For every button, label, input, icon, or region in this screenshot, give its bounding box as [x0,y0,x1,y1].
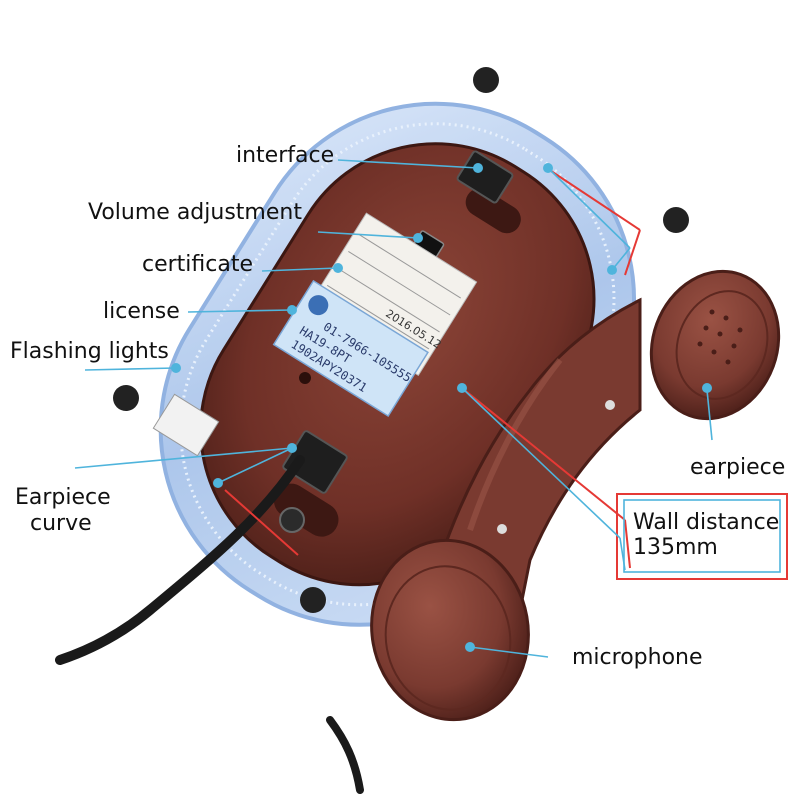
rubber-foot [300,587,326,613]
handset [370,269,781,722]
rubber-foot [113,385,139,411]
base-knob [279,507,305,533]
pointer-lines [74,159,781,658]
earpiece-cup [649,269,781,421]
label-volume-adjustment: Volume adjustment [88,200,302,225]
label-interface: interface [236,143,335,168]
rubber-foot [663,207,689,233]
label-wall-distance-2: 135mm [633,535,718,560]
label-license: license [103,299,180,324]
interface-port [456,150,514,204]
dimension-lines [224,166,788,580]
rubber-foot [473,67,499,93]
label-earpiece-curve-2: curve [30,511,92,536]
wall-distance-box [616,493,788,580]
label-certificate: certificate [142,252,254,277]
label-flashing-lights: Flashing lights [10,339,169,364]
pointer-dots [171,163,712,652]
label-earpiece-curve-1: Earpiece [15,485,111,510]
label-wall-distance-1: Wall distance [633,510,780,535]
phone-cord [55,455,305,665]
label-microphone: microphone [572,645,703,670]
label-earpiece: earpiece [690,455,786,480]
